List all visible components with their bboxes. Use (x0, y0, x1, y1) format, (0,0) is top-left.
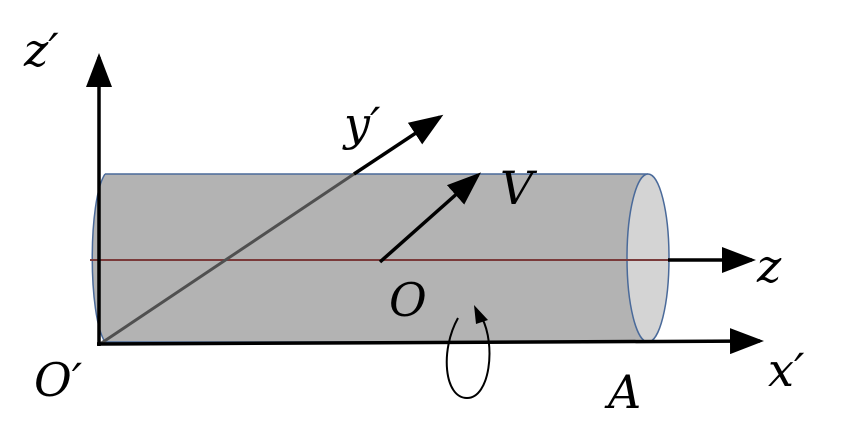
cylinder-end-cap (626, 173, 670, 343)
velocity-label: V (500, 161, 538, 215)
z-prime-label: z′ (23, 23, 59, 77)
origin-o-prime-label: O′ (34, 353, 83, 407)
y-prime-axis-inside (99, 172, 355, 346)
origin-o-label: O (389, 273, 427, 327)
rotation-arrow (445, 305, 491, 400)
y-prime-axis (353, 114, 444, 176)
z-label: z (756, 239, 782, 293)
y-prime-label: y′ (342, 97, 381, 151)
rotation-arrowhead (474, 305, 488, 324)
x-prime-axis (96, 328, 764, 355)
velocity-vector-arrow (378, 172, 481, 264)
x-prime-label: x′ (768, 343, 805, 397)
cylinder (91, 173, 670, 343)
point-a-label: A (604, 365, 641, 419)
rotation-loop (445, 317, 491, 400)
cylinder-body (105, 174, 648, 342)
